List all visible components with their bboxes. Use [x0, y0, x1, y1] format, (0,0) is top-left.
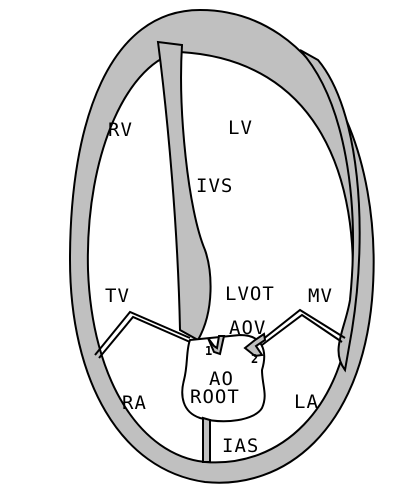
label-ivs: IVS: [196, 175, 233, 197]
aortic-valve-cusp-2: [243, 332, 267, 358]
label-cusp-1: 1: [205, 344, 212, 358]
label-ao-root-line2: ROOT: [190, 386, 240, 408]
label-la: LA: [294, 391, 319, 413]
lateral-wall: [299, 49, 361, 373]
label-cusp-2: 2: [251, 352, 258, 366]
mitral-valve: [261, 308, 346, 346]
label-lvot: LVOT: [225, 283, 275, 305]
aortic-root: [181, 333, 266, 423]
label-tv: TV: [105, 285, 130, 307]
label-mv: MV: [308, 285, 333, 307]
label-ra: RA: [122, 392, 147, 414]
aortic-valve-cusp-1: [207, 335, 226, 356]
label-ao-root-line1: AO: [209, 368, 234, 390]
label-rv: RV: [108, 119, 133, 141]
interventricular-septum: [156, 40, 212, 342]
tricuspid-valve: [94, 310, 191, 359]
label-aov: AOV: [229, 317, 266, 339]
label-lv: LV: [228, 117, 253, 139]
interatrial-septum: [202, 416, 211, 463]
myocardium-wall: [68, 8, 375, 484]
label-ias: IAS: [222, 435, 259, 457]
